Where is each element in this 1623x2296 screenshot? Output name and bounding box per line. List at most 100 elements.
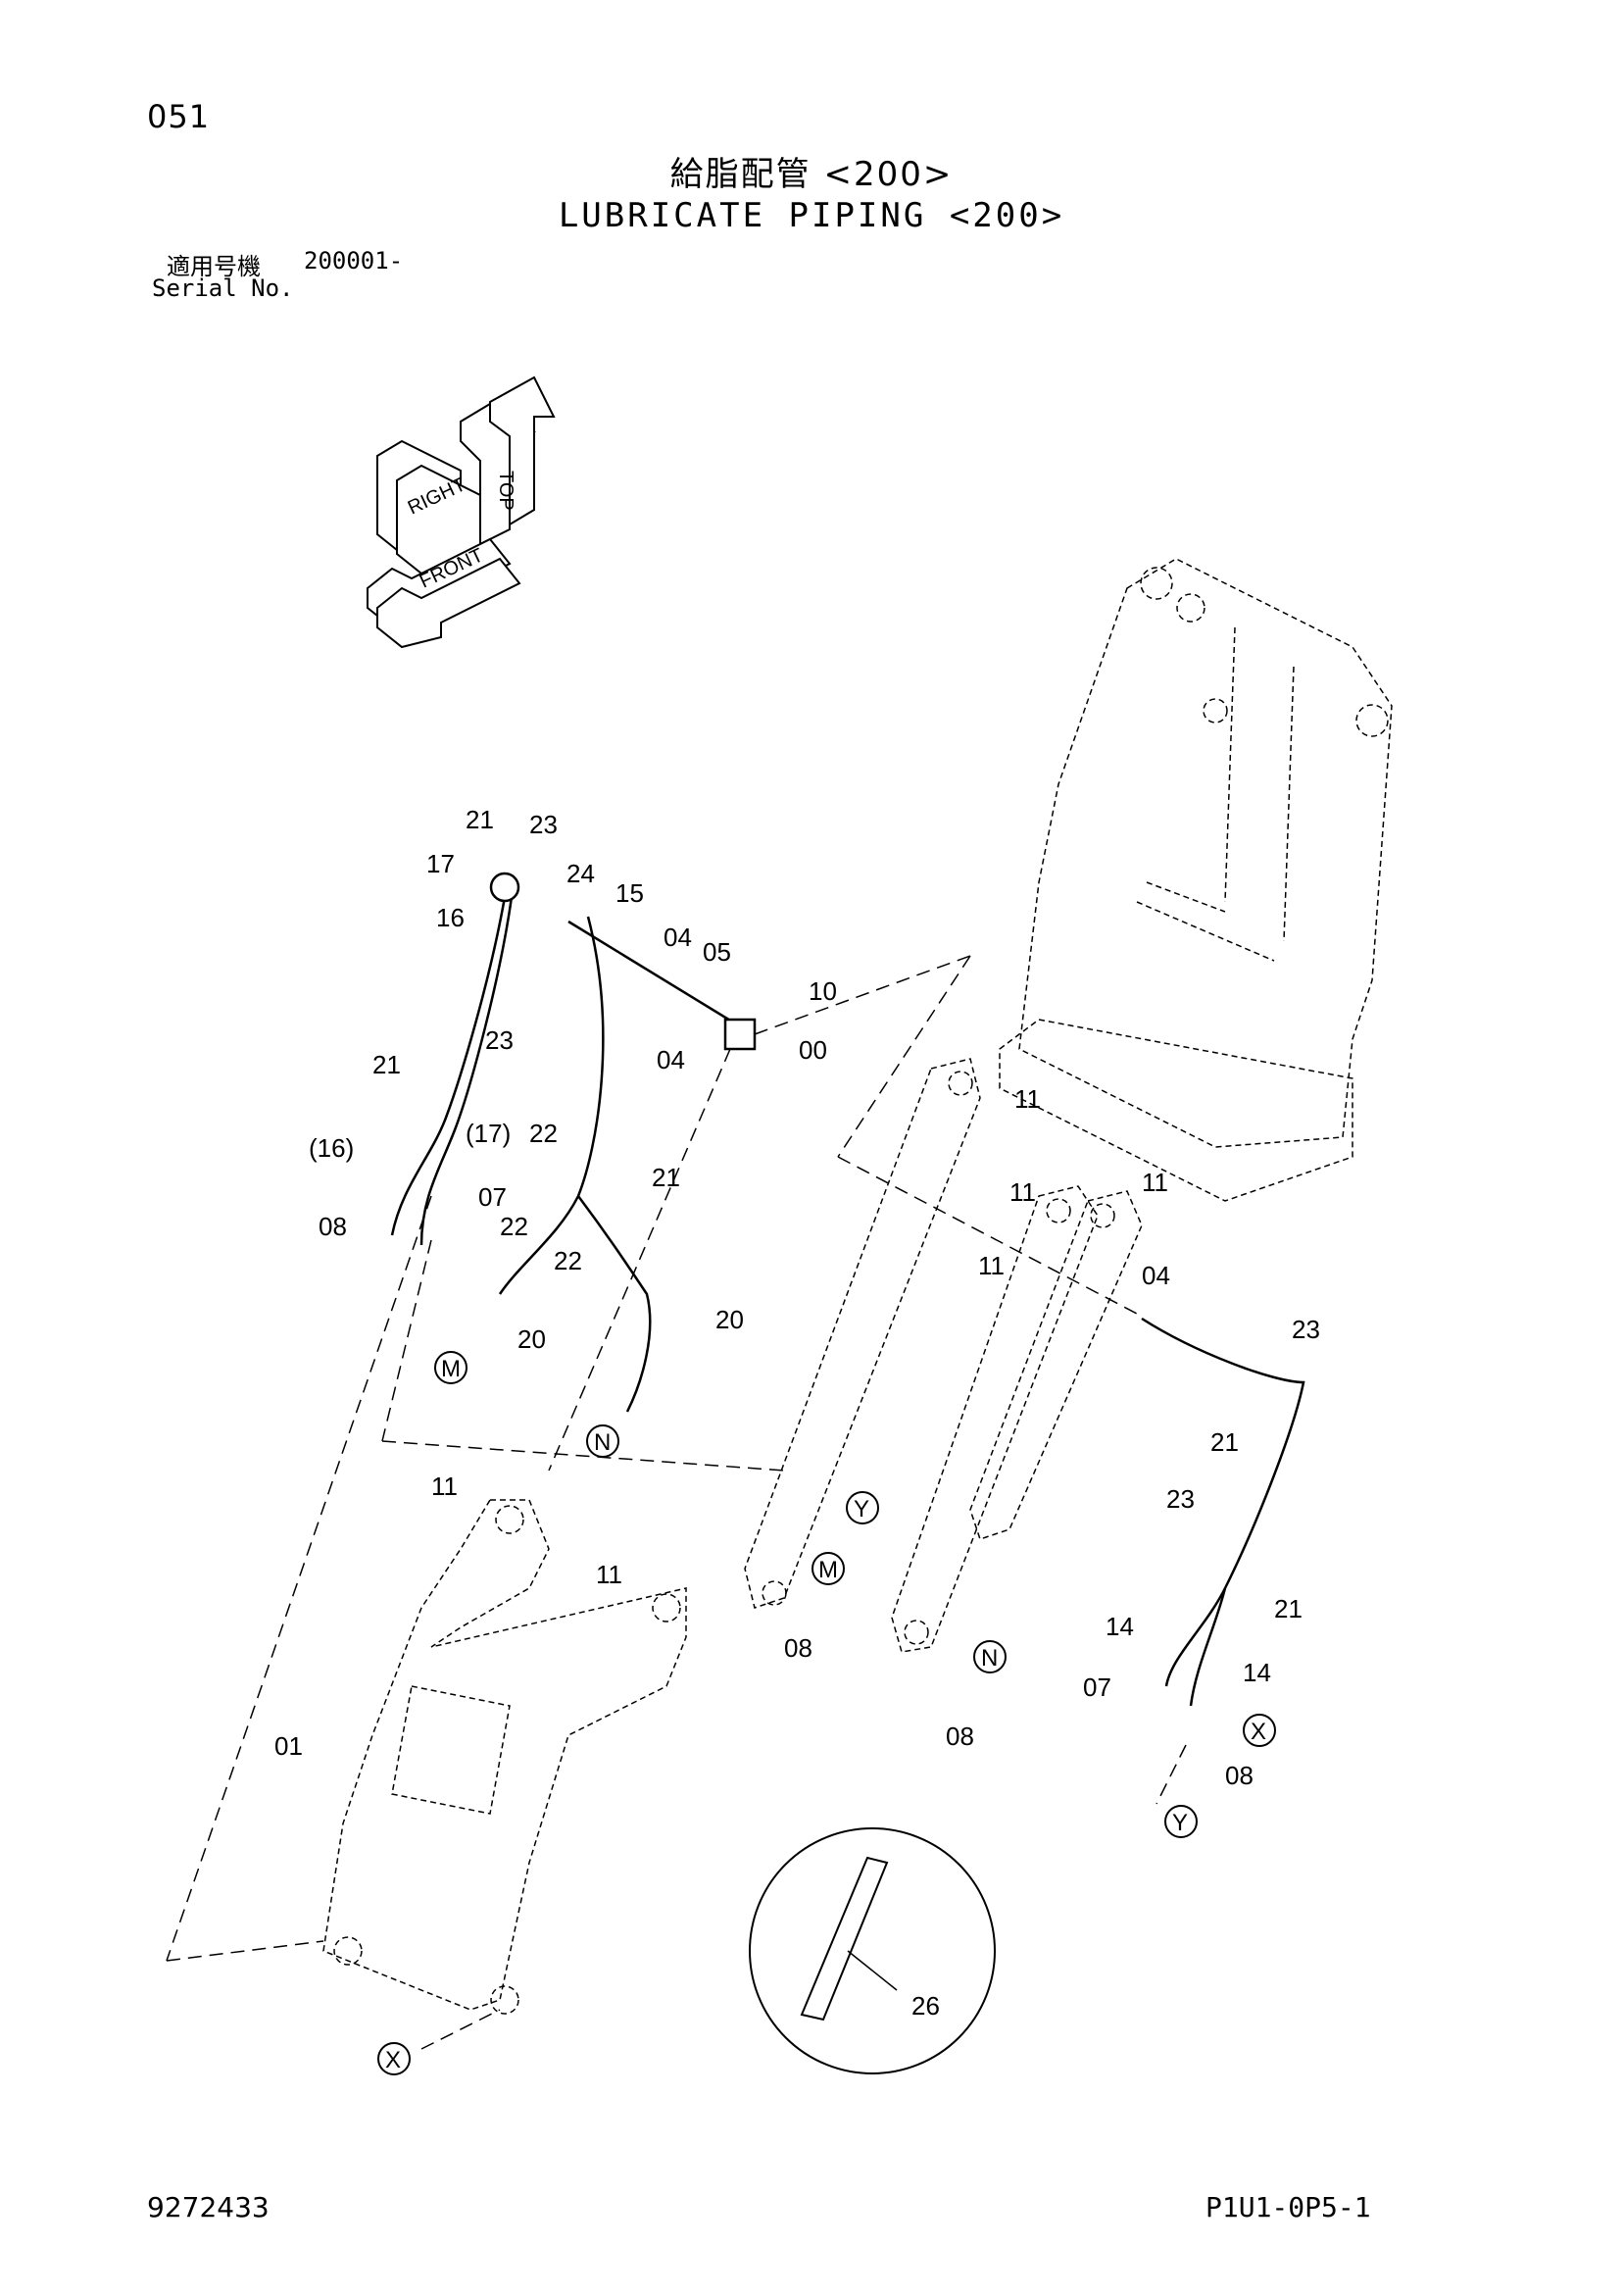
callout-10: 10 xyxy=(809,976,837,1006)
leader-lines xyxy=(166,955,1187,2050)
callout-11: 11 xyxy=(1142,1168,1168,1197)
hose-16 xyxy=(390,896,507,1236)
connector-y-cylinder-circle xyxy=(846,1491,879,1524)
callout-23: 23 xyxy=(1292,1315,1320,1344)
callout-22: 22 xyxy=(529,1119,558,1148)
connector-x-hose: X xyxy=(1243,1714,1276,1747)
cylinder-eye-left-top xyxy=(948,1071,973,1096)
connector-n-upper-label: N xyxy=(594,1429,611,1456)
page-code: P1U1-0P5-1 xyxy=(1205,2191,1371,2223)
connector-n-lower-label: N xyxy=(981,1645,998,1672)
leader-20-cylinder xyxy=(381,1440,785,1472)
fitting-17-ring xyxy=(489,872,520,903)
leader-block-down xyxy=(548,1048,731,1472)
page-title-japanese: 給脂配管 <200> xyxy=(669,155,954,194)
callout-08: 08 xyxy=(946,1722,974,1751)
front-arrow-back xyxy=(376,557,521,649)
callout-23: 23 xyxy=(1166,1484,1195,1514)
connector-x-boom: X xyxy=(377,2042,411,2075)
boom-arm xyxy=(322,1499,687,2015)
page-title-english: LUBRICATE PIPING <200> xyxy=(558,196,1065,235)
callout-04: 04 xyxy=(657,1045,685,1074)
leader-x2 xyxy=(420,2009,501,2050)
callout-05: 05 xyxy=(703,937,731,967)
leader-y2 xyxy=(1156,1744,1187,1805)
connector-n-upper: N xyxy=(586,1424,619,1458)
connector-x-hose-label: X xyxy=(1251,1719,1266,1745)
frame-base-plate xyxy=(999,1019,1353,1202)
callout-11: 11 xyxy=(1014,1084,1041,1114)
callout-08: 08 xyxy=(319,1212,347,1241)
callout-21: 21 xyxy=(1210,1427,1239,1457)
connector-m-lower-label: M xyxy=(818,1557,838,1583)
boom-cylinders xyxy=(744,1058,1143,1653)
callout-21: 21 xyxy=(372,1050,401,1079)
cylinder-eye-center-bottom xyxy=(904,1620,929,1645)
boom-arm-pin-bottom-left xyxy=(333,1936,363,1966)
hose-main-branch xyxy=(576,1195,652,1413)
connector-y-hose-circle xyxy=(1164,1805,1198,1838)
hose-right-assembly xyxy=(1141,1317,1305,1687)
callout-11: 11 xyxy=(978,1251,1005,1280)
block-00 xyxy=(723,1018,757,1051)
frame-edge-4 xyxy=(1146,881,1226,913)
callout-labels: 21 23 17 24 15 16 04 05 10 04 00 21 23 (… xyxy=(274,805,1320,2021)
connector-n-lower-circle xyxy=(973,1640,1007,1673)
callout-20: 20 xyxy=(517,1324,546,1354)
connector-x-boom-label: X xyxy=(385,2047,401,2073)
callout-16: (16) xyxy=(309,1133,354,1163)
callout-01: 01 xyxy=(274,1731,303,1761)
connector-m-upper: M xyxy=(434,1351,467,1384)
callout-22: 22 xyxy=(554,1246,582,1275)
leader-07-boom xyxy=(381,1239,432,1442)
spiral-guard-26 xyxy=(800,1856,889,2021)
callout-11: 11 xyxy=(431,1472,458,1501)
hose-14 xyxy=(1189,1587,1227,1707)
top-arrow-back xyxy=(489,375,556,526)
leader-pipe-cylinder xyxy=(837,1156,1138,1315)
hose-main-upper xyxy=(498,916,605,1295)
frame-pin-3 xyxy=(1355,704,1389,737)
page-number: 051 xyxy=(147,98,211,135)
hose-17 xyxy=(419,896,514,1246)
cylinder-eye-center-top xyxy=(1046,1198,1071,1223)
connector-m-lower-circle xyxy=(812,1552,845,1585)
callout-22: 22 xyxy=(500,1212,528,1241)
callout-21: 21 xyxy=(466,805,494,834)
leader-frame-cylinder xyxy=(837,955,971,1158)
callout-14: 14 xyxy=(1106,1612,1134,1641)
boom-arm-pin-right xyxy=(652,1593,681,1622)
frame-edge-2 xyxy=(1283,666,1295,942)
callout-26: 26 xyxy=(911,1991,940,2021)
connector-m-lower: M xyxy=(812,1552,845,1585)
boom-arm-outline xyxy=(322,1499,687,2011)
leader-boom-bottom xyxy=(166,1940,324,1962)
machine-frame xyxy=(999,558,1393,1202)
callout-00: 00 xyxy=(799,1035,827,1065)
frame-pin-4 xyxy=(1203,698,1228,724)
orientation-icon: TOP RIGHT FRONT xyxy=(367,375,556,649)
connector-y-cylinder: Y xyxy=(846,1491,879,1524)
callout-11: 11 xyxy=(596,1560,622,1589)
connector-m-upper-circle xyxy=(434,1351,467,1384)
leader-boom-left xyxy=(166,1195,432,1962)
callout-21: 21 xyxy=(652,1163,680,1192)
callout-23: 23 xyxy=(485,1025,514,1055)
connector-n-lower: N xyxy=(973,1640,1007,1673)
callout-21: 21 xyxy=(1274,1594,1303,1623)
cylinder-left xyxy=(744,1058,981,1609)
frame-main-body xyxy=(1018,558,1393,1148)
pipe-15 xyxy=(567,920,746,1031)
callout-15: 15 xyxy=(615,878,644,908)
serial-number-range: 200001- xyxy=(304,247,404,275)
connector-refs: M N M N Y X Y X xyxy=(377,1351,1276,2075)
connector-x-hose-circle xyxy=(1243,1714,1276,1747)
serial-label-english: Serial No. xyxy=(152,275,294,302)
orientation-label-top: TOP xyxy=(495,471,516,511)
document-id: 9272433 xyxy=(147,2191,270,2223)
serial-label-japanese: 適用号機 xyxy=(167,253,261,280)
callout-08: 08 xyxy=(784,1633,812,1663)
leader-00-frame xyxy=(754,955,971,1035)
frame-pin-1 xyxy=(1140,567,1173,600)
